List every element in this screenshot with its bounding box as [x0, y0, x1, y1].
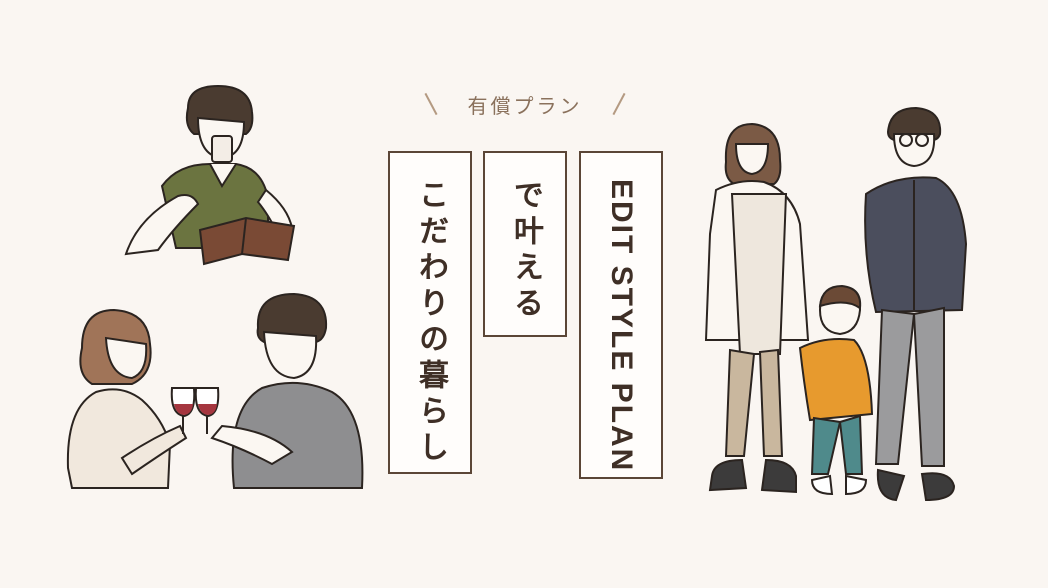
eyebrow-label: 有償プラン	[420, 88, 630, 124]
headline-box-edit-style-plan: EDIT STYLE PLAN	[579, 151, 663, 479]
man-reading-illustration	[124, 84, 296, 266]
family-illustration	[704, 106, 968, 502]
headline-box-kodawari: こだわりの暮らし	[388, 151, 472, 474]
headline-line-3: こだわりの暮らし	[413, 179, 448, 467]
headline-line-1: EDIT STYLE PLAN	[605, 179, 638, 473]
headline-box-kanaeru: で叶える	[483, 151, 567, 337]
headline-line-2: で叶える	[508, 179, 543, 323]
eyebrow-text: 有償プラン	[467, 94, 583, 118]
couple-toasting-illustration	[66, 292, 364, 489]
